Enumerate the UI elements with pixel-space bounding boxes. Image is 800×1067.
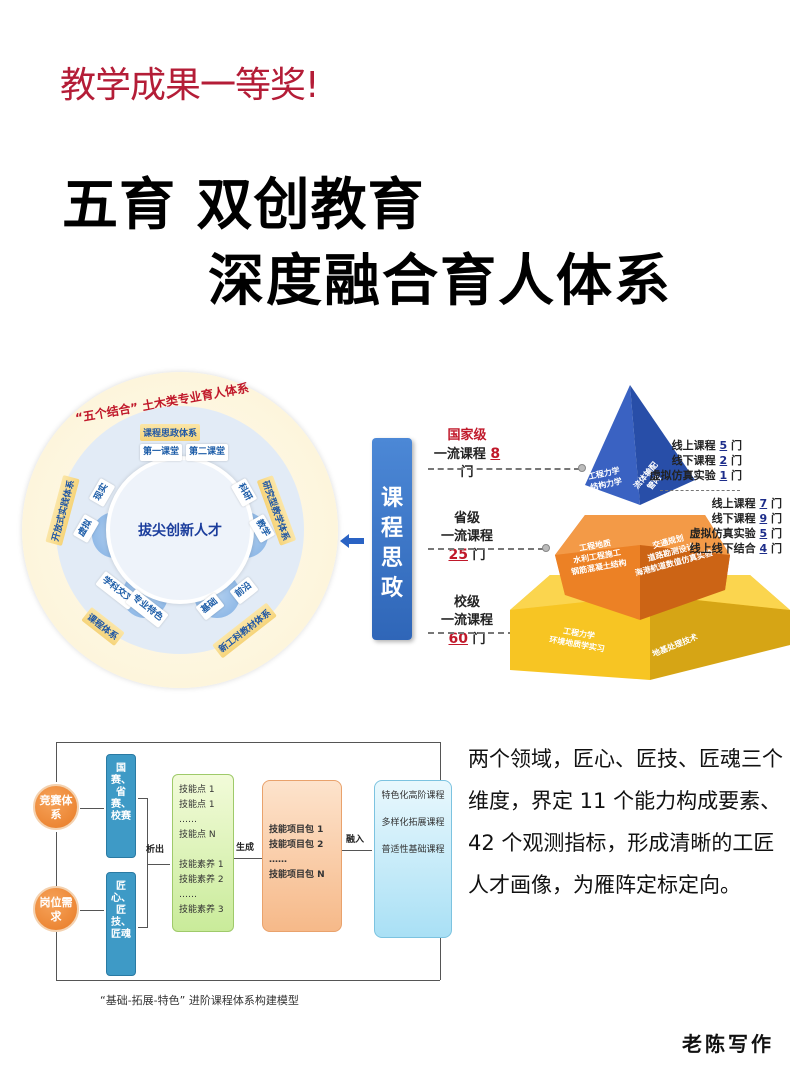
- leader-line: [428, 632, 514, 634]
- provincial-breakdown-list: 线上课程 7 门 线下课程 9 门 虚拟仿真实验 5 门 线上线下结合 4 门: [680, 496, 782, 556]
- connector-line: [56, 832, 57, 888]
- feedback-line: [440, 938, 441, 980]
- level-name: 省级: [453, 511, 480, 526]
- breakdown-item: 线下课程 9 门: [711, 512, 782, 525]
- step-generate-label: 生成: [236, 843, 255, 853]
- level-name: 校级: [453, 595, 480, 610]
- national-breakdown-list: 线上课程 5 门 线下课程 2 门 虚拟仿真实验 1 门: [640, 438, 742, 483]
- title-line-1: 五育 双创教育: [62, 172, 425, 238]
- segment-title-ideology: 课程思政体系: [140, 424, 201, 441]
- level-prefix: 一流课程: [433, 447, 486, 462]
- feedback-line: [56, 742, 440, 743]
- level-count: 8: [490, 446, 501, 462]
- description-text: 两个领域，匠心、匠技、匠魂三个维度，界定 11 个能力构成要素、42 个观测指标…: [468, 747, 783, 897]
- level-name: 国家级: [447, 428, 487, 443]
- arrow-line: [234, 858, 262, 859]
- award-heading: 教学成果一等奖!: [60, 65, 319, 106]
- leader-line: [428, 468, 580, 470]
- breakdown-item: 线上线下结合 4 门: [689, 542, 782, 555]
- leader-line: [660, 490, 740, 491]
- education-system-circle-diagram: “五个结合” 土木类专业育人体系 拔尖创新人才 课程思政体系 第一课堂 第二课堂…: [22, 372, 338, 688]
- ideology-label: 课程思政: [381, 486, 404, 601]
- skill-packages-box: 技能项目包 1 技能项目包 2 …… 技能项目包 N: [262, 780, 342, 932]
- bracket-line: [138, 798, 148, 928]
- source-competition: 竞赛体系: [33, 784, 79, 830]
- arrow-line: [80, 910, 104, 911]
- level-school: 校级 一流课程 60 门: [432, 594, 502, 649]
- breakdown-item: 线下课程 2 门: [671, 454, 742, 467]
- level-count: 25: [448, 547, 468, 563]
- arrow-line: [148, 864, 170, 865]
- arrow-line: [342, 850, 372, 851]
- craftsman-spirit-box: 匠心、匠技、匠魂: [106, 872, 136, 976]
- segment-item: 第二课堂: [186, 444, 229, 461]
- breakdown-item: 线上课程 7 门: [711, 497, 782, 510]
- competition-levels-box: 国赛、省赛、校赛: [106, 754, 136, 858]
- author-signature: 老陈写作: [682, 1032, 774, 1056]
- breakdown-item: 虚拟仿真实验 5 门: [689, 527, 782, 540]
- level-provincial: 省级 一流课程 25 门: [432, 510, 502, 565]
- feedback-line: [56, 932, 57, 980]
- course-system-flow-diagram: 竞赛体系 岗位需求 国赛、省赛、校赛 匠心、匠技、匠魂 析出 技能点 1 技能点…: [28, 732, 458, 1004]
- course-pyramid: [510, 385, 790, 680]
- level-prefix: 一流课程: [440, 529, 493, 544]
- step-extract-label: 析出: [146, 845, 165, 855]
- level-count: 60: [448, 631, 468, 647]
- leader-dot: [578, 464, 586, 472]
- center-label: 拔尖创新人才: [138, 523, 222, 539]
- feedback-line: [56, 980, 440, 981]
- ideology-box: 课程思政: [372, 438, 412, 640]
- level-national: 国家级 一流课程 8 门: [432, 427, 502, 482]
- left-arrow-icon: [340, 534, 364, 548]
- breakdown-item: 虚拟仿真实验 1 门: [649, 469, 742, 482]
- flow-caption: “基础-拓展-特色” 进阶课程体系构建模型: [100, 994, 299, 1007]
- level-unit: 门: [472, 632, 486, 647]
- segment-item: 第一课堂: [140, 444, 183, 461]
- feedback-line: [440, 742, 441, 780]
- level-unit: 门: [472, 548, 486, 563]
- source-job-demand: 岗位需求: [33, 886, 79, 932]
- leader-line: [428, 548, 544, 550]
- inner-ring: [106, 456, 254, 604]
- title-line-2: 深度融合育人体系: [208, 248, 672, 314]
- breakdown-item: 线上课程 5 门: [671, 439, 742, 452]
- feedback-line: [56, 742, 57, 782]
- course-levels-box: 特色化高阶课程 多样化拓展课程 普适性基础课程: [374, 780, 452, 938]
- leader-dot: [542, 544, 550, 552]
- arrow-line: [80, 808, 104, 809]
- step-integrate-label: 融入: [346, 835, 365, 845]
- level-prefix: 一流课程: [440, 613, 493, 628]
- skills-box: 技能点 1 技能点 1 …… 技能点 N 技能素养 1 技能素养 2 …… 技能…: [172, 774, 234, 932]
